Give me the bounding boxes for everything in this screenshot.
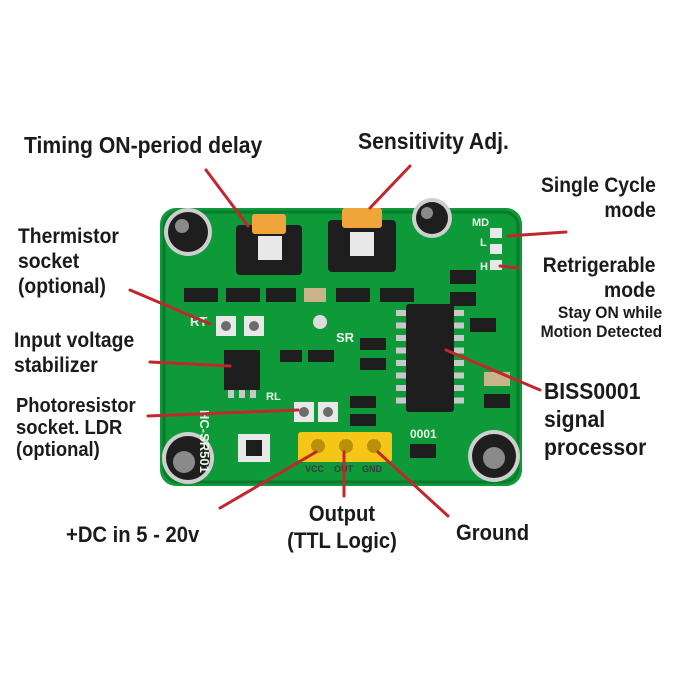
label-photoresistor-line-1: Photoresistor — [16, 395, 136, 417]
timing-potentiometer — [236, 214, 302, 275]
ic-pin — [454, 347, 464, 354]
ic-pin — [454, 360, 464, 366]
silk-rl: RL — [266, 391, 281, 403]
ic-pin — [396, 397, 406, 404]
label-biss-line-3: processor — [544, 434, 647, 460]
silk-sr: SR — [336, 330, 355, 345]
label-biss-line-2: signal — [544, 406, 606, 432]
ic-pin — [396, 360, 406, 366]
ic-pin — [396, 372, 406, 379]
pointer-photoresistor — [146, 408, 300, 418]
ic-pin — [396, 335, 406, 341]
label-retrigerable-line-2: mode — [604, 279, 656, 302]
pcb-board — [160, 208, 522, 486]
capacitor-top-left — [164, 208, 212, 256]
capacitor-top-right — [412, 198, 452, 238]
label-stay-on-line-1: Stay ON while — [557, 303, 662, 322]
ic-pin — [396, 322, 406, 329]
label-dc-in: +DC in 5 - 20v — [66, 522, 200, 547]
pointer-single-cycle — [506, 230, 568, 238]
label-stay-on: Stay ON while Motion Detected — [540, 303, 662, 341]
pointer-biss — [444, 348, 542, 392]
label-retrigerable-line-1: Retrigerable — [543, 254, 656, 277]
ic-pin — [396, 385, 406, 391]
ic-pin — [454, 372, 464, 379]
pointer-sensitivity — [368, 164, 412, 210]
pointer-timing — [204, 168, 250, 228]
voltage-regulator — [224, 350, 260, 398]
pointer-input-voltage — [148, 360, 232, 368]
label-output: Output (TTL Logic) — [268, 500, 415, 554]
ic-pin — [454, 385, 464, 391]
pointer-thermistor — [128, 288, 212, 326]
capacitor-bottom-left — [162, 432, 214, 484]
silk-h: H — [480, 261, 488, 273]
label-thermistor-line-3: (optional) — [18, 275, 106, 298]
ic-pin — [396, 310, 406, 316]
label-output-line-2: (TTL Logic) — [287, 528, 397, 553]
silk-pin-vcc: VCC — [305, 464, 325, 474]
pointer-dc — [218, 450, 318, 510]
capacitor-bottom-right — [468, 430, 520, 482]
ldr-socket — [294, 402, 338, 422]
silk-model: HC-SR501 — [197, 410, 212, 473]
label-retrigerable: Retrigerable mode — [543, 253, 656, 303]
header-pins — [298, 432, 392, 462]
label-input-voltage-line-1: Input voltage — [14, 329, 135, 352]
pcb-board-edge — [162, 210, 520, 484]
label-biss-line-1: BISS0001 — [544, 378, 641, 404]
label-ground: Ground — [456, 520, 530, 545]
label-thermistor: Thermistor socket (optional) — [18, 224, 119, 299]
label-stay-on-line-2: Motion Detected — [540, 322, 662, 341]
resistor-row — [184, 270, 476, 306]
label-single-cycle-line-1: Single Cycle — [541, 174, 656, 197]
label-thermistor-line-1: Thermistor — [18, 225, 119, 248]
silk-l: L — [480, 237, 487, 249]
silk-chip: 0001 — [410, 427, 437, 441]
ic-pin — [454, 397, 464, 404]
ic-pin — [396, 347, 406, 354]
pointer-retrigerable — [498, 264, 520, 270]
label-thermistor-line-2: socket — [18, 250, 80, 273]
label-timing: Timing ON-period delay — [24, 132, 263, 158]
pointer-lines — [128, 164, 568, 518]
label-input-voltage-line-2: stabilizer — [14, 354, 98, 377]
pointer-ground — [376, 450, 450, 518]
label-single-cycle: Single Cycle mode — [541, 173, 656, 223]
label-single-cycle-line-2: mode — [604, 199, 656, 222]
label-sensitivity: Sensitivity Adj. — [358, 128, 509, 154]
label-photoresistor-line-2: socket. LDR — [16, 417, 123, 439]
misc-components — [238, 318, 510, 462]
label-photoresistor: Photoresistor socket. LDR (optional) — [16, 395, 136, 461]
trigger-mode-jumper — [490, 228, 502, 270]
biss0001-chip — [396, 304, 464, 412]
label-photoresistor-line-3: (optional) — [16, 439, 100, 461]
thermistor-socket — [216, 316, 264, 336]
silk-md: MD — [472, 217, 489, 229]
ic-pin — [454, 310, 464, 316]
sensitivity-potentiometer — [328, 208, 396, 272]
label-biss: BISS0001 signal processor — [544, 377, 646, 461]
label-input-voltage: Input voltage stabilizer — [14, 328, 134, 378]
sr-test-pad — [313, 315, 327, 329]
ic-pin — [454, 322, 464, 329]
silk-pin-gnd: GND — [362, 464, 383, 474]
label-output-line-1: Output — [308, 501, 376, 526]
ic-pin — [454, 335, 464, 341]
